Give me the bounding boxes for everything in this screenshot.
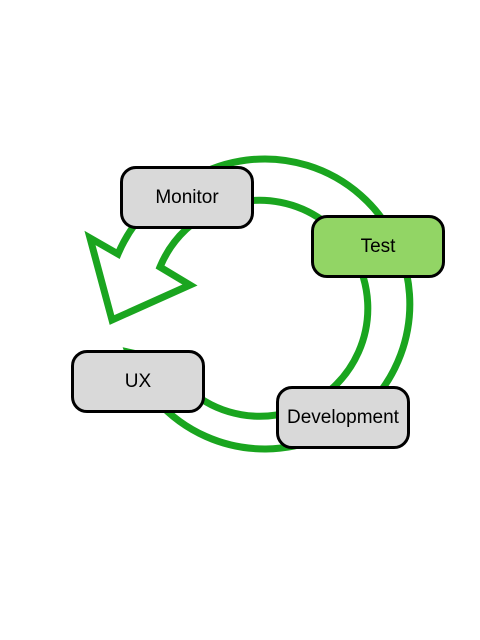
stage-test: Test bbox=[311, 215, 445, 278]
stage-ux: UX bbox=[71, 350, 205, 413]
stage-monitor: Monitor bbox=[120, 166, 254, 229]
stage-ux-label: UX bbox=[124, 370, 152, 392]
stage-development-label: Development bbox=[287, 406, 399, 428]
stage-development: Development bbox=[276, 386, 410, 449]
stage-test-label: Test bbox=[360, 235, 396, 257]
stage-monitor-label: Monitor bbox=[155, 186, 219, 208]
